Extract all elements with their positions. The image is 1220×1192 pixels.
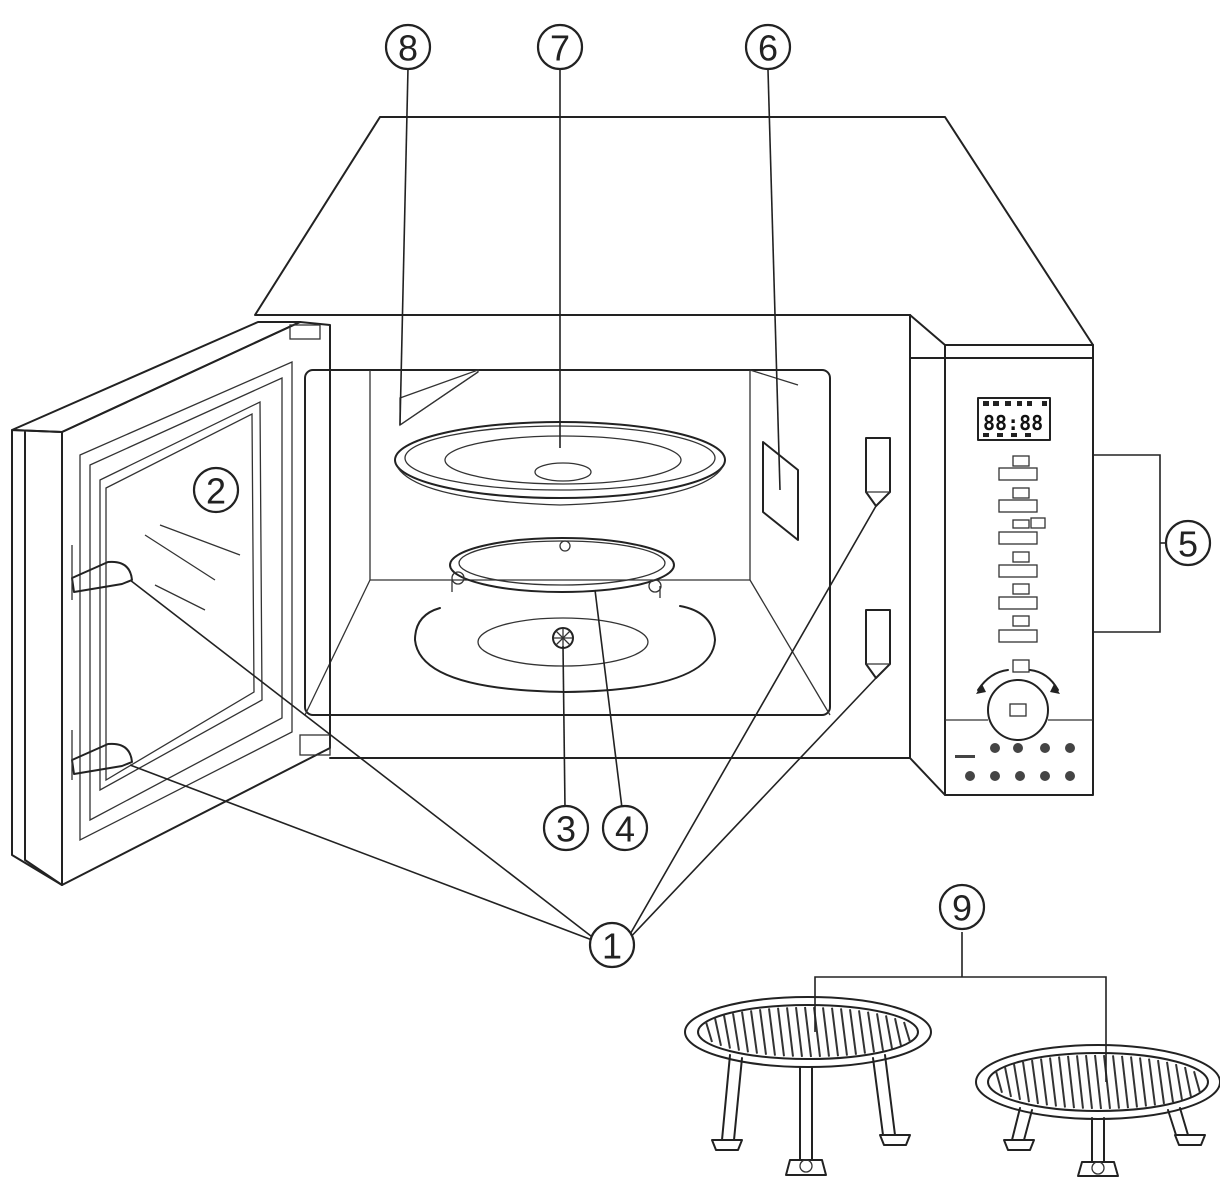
- grill-wire: [741, 1011, 749, 1053]
- callout-8-number: 8: [398, 28, 418, 69]
- grill-wire: [759, 1009, 767, 1055]
- callout-7: 7: [536, 23, 584, 71]
- door-latch-slot: [865, 609, 891, 679]
- grill-wire: [750, 1010, 758, 1054]
- door: [11, 321, 331, 886]
- grill-wire: [1004, 1066, 1012, 1098]
- door-latch-slot: [865, 437, 891, 507]
- grill-wire: [1049, 1057, 1057, 1107]
- grill-wire: [1130, 1056, 1138, 1108]
- callout-6: 6: [744, 23, 792, 71]
- grill-wire: [786, 1007, 794, 1057]
- grill-wire: [1085, 1054, 1093, 1110]
- turntable-coupler: [552, 627, 574, 649]
- grill-wire: [768, 1008, 776, 1056]
- panel-button[interactable]: [998, 517, 1046, 545]
- leader-lines: [129, 67, 877, 944]
- grill-wire: [822, 1007, 830, 1057]
- callout-5: 5: [1164, 519, 1212, 567]
- high-grill-rack: [684, 996, 932, 1176]
- auto-menu-icons: [955, 743, 1075, 781]
- callout-1-number: 1: [602, 926, 622, 967]
- callout-2: 2: [192, 466, 240, 514]
- panel-button[interactable]: [998, 455, 1038, 481]
- grill-wire: [1013, 1063, 1021, 1101]
- grill-wire: [795, 1006, 803, 1058]
- grill-wire: [1148, 1058, 1156, 1106]
- grill-wire: [903, 1021, 911, 1043]
- callout-9-number: 9: [952, 888, 972, 929]
- grill-wire: [1112, 1055, 1120, 1109]
- roller-ring: [449, 537, 675, 598]
- grill-wire: [1121, 1055, 1129, 1109]
- callout-8: 8: [384, 23, 432, 71]
- grill-wire: [849, 1009, 857, 1055]
- grill-wire: [885, 1015, 893, 1049]
- grill-wire: [894, 1017, 902, 1047]
- grill-wire: [1157, 1059, 1165, 1105]
- grill-wire: [1067, 1055, 1075, 1109]
- grill-wire: [777, 1007, 785, 1057]
- grill-wire: [1058, 1056, 1066, 1108]
- grill-wire: [858, 1010, 866, 1054]
- grill-wire: [1031, 1059, 1039, 1105]
- grill-wire: [1022, 1061, 1030, 1103]
- door-hook: [71, 730, 133, 780]
- lcd-display: 88:88: [977, 397, 1051, 441]
- lcd-display-digits: 88:88: [983, 411, 1043, 435]
- microwave-cabinet: [254, 116, 1094, 796]
- grill-wire: [867, 1011, 875, 1053]
- grill-wire: [1103, 1054, 1111, 1110]
- grill-wire: [723, 1015, 731, 1049]
- grill-wire: [705, 1021, 713, 1043]
- callout-3: 3: [542, 804, 590, 852]
- callout-1: 1: [588, 921, 636, 969]
- grill-wire: [831, 1007, 839, 1057]
- grill-wire: [1040, 1058, 1048, 1106]
- grill-wire: [876, 1013, 884, 1051]
- grill-wire: [1076, 1055, 1084, 1109]
- grill-wire: [995, 1070, 1003, 1094]
- grill-wire: [1139, 1057, 1147, 1107]
- oven-cavity: [304, 369, 831, 716]
- cavity-floor-track: [414, 605, 716, 693]
- control-panel: 88:88: [945, 397, 1093, 781]
- grill-wire: [732, 1013, 740, 1051]
- grill-wire: [840, 1008, 848, 1056]
- waveguide-cover: [762, 441, 799, 541]
- grill-wire: [1193, 1070, 1201, 1094]
- panel-button[interactable]: [998, 551, 1038, 578]
- low-grill-rack: [975, 1044, 1220, 1177]
- callout-6-number: 6: [758, 28, 778, 69]
- callout-3-number: 3: [556, 809, 576, 850]
- control-dial[interactable]: [976, 669, 1060, 741]
- grill-wire: [1184, 1066, 1192, 1098]
- callout-5-number: 5: [1178, 524, 1198, 565]
- panel-button[interactable]: [998, 615, 1038, 643]
- grill-wire: [1175, 1063, 1183, 1101]
- callout-9: 9: [938, 883, 986, 931]
- grill-wire: [714, 1017, 722, 1047]
- panel-button[interactable]: [998, 583, 1038, 610]
- grill-wire: [1094, 1054, 1102, 1110]
- grill-wire: [804, 1006, 812, 1058]
- panel-button[interactable]: [998, 487, 1038, 513]
- door-hook: [71, 545, 133, 600]
- panel-button[interactable]: [1012, 659, 1030, 673]
- grill-wire: [1166, 1061, 1174, 1103]
- callout-4: 4: [601, 804, 649, 852]
- callout-2-number: 2: [206, 471, 226, 512]
- callout-4-number: 4: [615, 809, 635, 850]
- callout-7-number: 7: [550, 28, 570, 69]
